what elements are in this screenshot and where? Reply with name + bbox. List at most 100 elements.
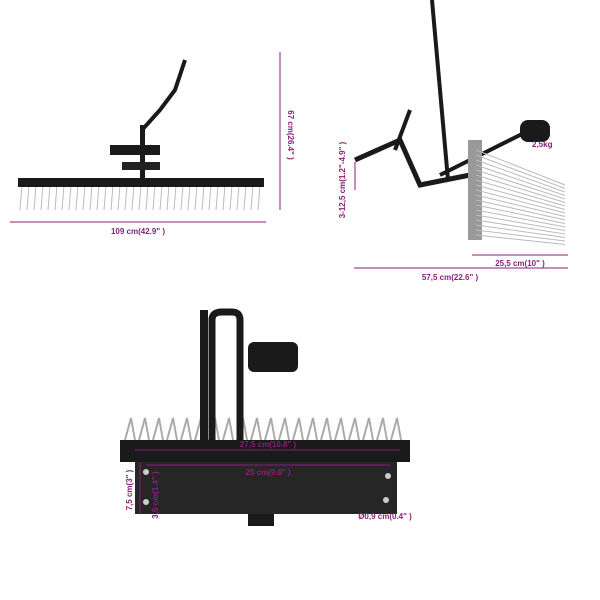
tine bbox=[159, 184, 163, 211]
tine bbox=[68, 184, 72, 211]
tine bbox=[320, 417, 332, 441]
bar-length-label: 27,5 cm(10.8" ) bbox=[240, 440, 297, 449]
tine bbox=[229, 184, 233, 211]
tine bbox=[475, 159, 566, 193]
tine bbox=[54, 184, 58, 211]
tine bbox=[264, 417, 276, 441]
side-frame bbox=[353, 136, 471, 188]
tine bbox=[26, 184, 30, 211]
tine bbox=[180, 417, 192, 441]
detail-plate bbox=[135, 462, 397, 514]
tine bbox=[475, 199, 566, 221]
tine bbox=[475, 209, 566, 228]
side-view: 2,5kg 3-12,5 cm(1.2"-4.9" ) 25,5 cm(10" … bbox=[338, 0, 568, 282]
tine bbox=[236, 184, 240, 211]
tine bbox=[475, 179, 566, 207]
tine bbox=[19, 184, 23, 211]
tine bbox=[278, 417, 290, 441]
tine bbox=[117, 184, 121, 211]
tine bbox=[208, 184, 212, 211]
tine bbox=[475, 204, 566, 224]
detail-tube bbox=[248, 342, 298, 372]
tine bbox=[145, 184, 149, 211]
tine bbox=[180, 184, 184, 211]
tine bbox=[475, 229, 566, 242]
tine bbox=[215, 184, 219, 211]
hole-icon bbox=[143, 499, 149, 505]
tine bbox=[222, 417, 234, 441]
side-weight bbox=[520, 120, 550, 142]
plate-height-label: 7,5 cm(3" ) bbox=[125, 469, 134, 510]
tine bbox=[475, 154, 566, 189]
tine bbox=[250, 184, 254, 211]
side-handle bbox=[430, 0, 450, 181]
tine bbox=[96, 184, 100, 211]
tine bbox=[475, 184, 566, 210]
height-label: 67 cm(26.4" ) bbox=[286, 110, 295, 160]
side-springs bbox=[468, 140, 482, 240]
tine bbox=[124, 184, 128, 211]
side-tines bbox=[475, 149, 566, 245]
hole-icon bbox=[143, 469, 149, 475]
tine bbox=[103, 184, 107, 211]
tine bbox=[475, 214, 566, 231]
tine bbox=[124, 417, 136, 441]
tine bbox=[475, 149, 566, 186]
weight-label: 2,5kg bbox=[532, 140, 553, 149]
tine bbox=[334, 417, 346, 441]
tine bbox=[362, 417, 374, 441]
tine bbox=[201, 184, 205, 211]
tine bbox=[475, 164, 566, 196]
width-label: 109 cm(42.9" ) bbox=[111, 227, 165, 236]
tine bbox=[82, 184, 86, 211]
tine bbox=[61, 184, 65, 211]
tine bbox=[110, 184, 114, 211]
front-rake-bar bbox=[18, 178, 264, 187]
tine bbox=[292, 417, 304, 441]
tine bbox=[306, 417, 318, 441]
detail-tines bbox=[124, 417, 402, 441]
hole-icon bbox=[383, 497, 389, 503]
tine bbox=[475, 194, 566, 217]
tine bbox=[475, 234, 566, 245]
tine bbox=[390, 417, 402, 441]
tine bbox=[166, 184, 170, 211]
tine bbox=[47, 184, 51, 211]
tine bbox=[475, 189, 566, 214]
tine bbox=[243, 184, 247, 211]
front-view: 109 cm(42.9" ) 67 cm(26.4" ) bbox=[10, 52, 295, 236]
detail-view: 27,5 cm(10.8" ) 25 cm(9.8" ) 7,5 cm(3" )… bbox=[120, 308, 412, 526]
hole-spacing-label: 25 cm(9.8" ) bbox=[245, 468, 290, 477]
tine bbox=[222, 184, 226, 211]
side-lever bbox=[393, 109, 412, 151]
tine bbox=[166, 417, 178, 441]
side-weight-arm bbox=[439, 128, 531, 177]
detail-foot bbox=[248, 514, 274, 526]
tine bbox=[40, 184, 44, 211]
front-handle bbox=[140, 59, 187, 132]
front-weight bbox=[122, 162, 160, 170]
hole-diameter-label: Ø0,9 cm(0.4" ) bbox=[358, 512, 412, 521]
detail-handle bbox=[208, 308, 244, 440]
hitch-height-label: 3-12,5 cm(1.2"-4.9" ) bbox=[338, 141, 347, 218]
tine bbox=[138, 417, 150, 441]
hole-vertical-label: 3,5 cm(1.4" ) bbox=[151, 471, 160, 519]
tine bbox=[475, 219, 566, 235]
tine bbox=[75, 184, 79, 211]
tine bbox=[138, 184, 142, 211]
detail-rake-bar bbox=[120, 440, 410, 462]
tine bbox=[475, 224, 566, 238]
hole-icon bbox=[385, 473, 391, 479]
tine bbox=[475, 174, 566, 203]
tine bbox=[33, 184, 37, 211]
front-hitch bbox=[110, 145, 160, 155]
tine bbox=[250, 417, 262, 441]
tine bbox=[348, 417, 360, 441]
depth-label: 57,5 cm(22.6" ) bbox=[422, 273, 479, 282]
tine bbox=[376, 417, 388, 441]
tine bbox=[173, 184, 177, 211]
front-tines bbox=[19, 184, 261, 211]
tine bbox=[475, 169, 566, 200]
tine bbox=[194, 184, 198, 211]
